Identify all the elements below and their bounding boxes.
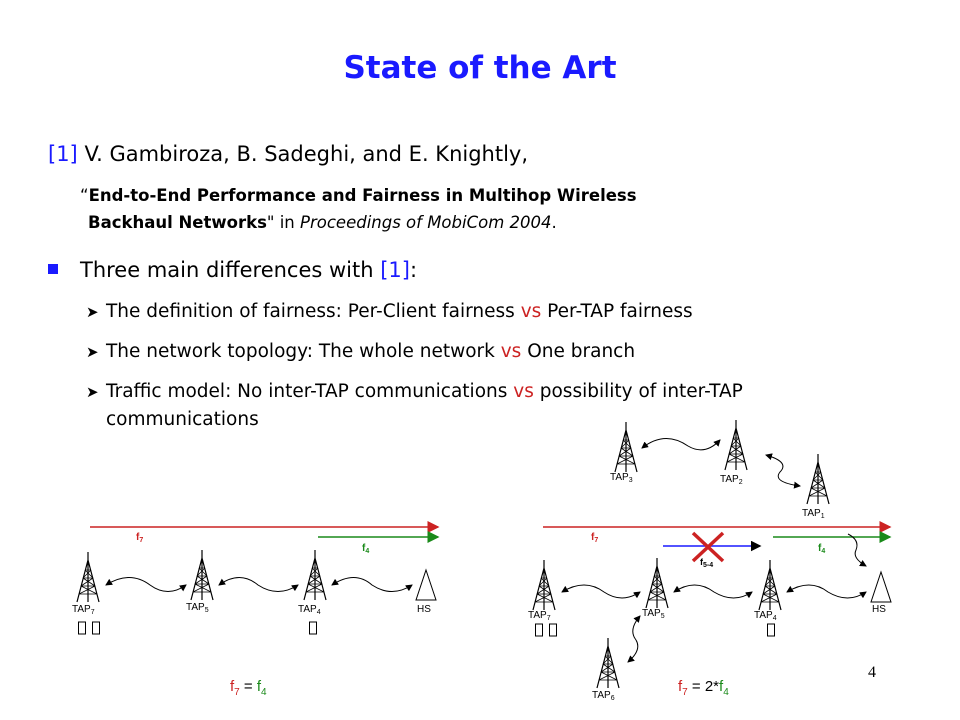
tower-icon	[596, 637, 620, 689]
tower-icon	[758, 559, 782, 611]
vs-label: vs	[520, 301, 542, 322]
difference-text: One branch	[521, 341, 636, 362]
right-topology: TAP3 TAP2 TAP1 f7 f4 f5-4 TAP7 TAP5 TAP4…	[528, 419, 892, 702]
client-icon	[549, 623, 557, 637]
hs-label: HS	[872, 604, 886, 615]
main-bullet-tag: [1]	[380, 258, 410, 282]
tap5-label: TAP5	[642, 608, 665, 620]
flow-f4-label: f4	[362, 543, 369, 555]
right-equation: f7 = 2*f4	[678, 678, 729, 698]
flow-f54-label: f5-4	[700, 557, 713, 569]
paper-title-line1: End-to-End Performance and Fairness in M…	[88, 186, 637, 205]
open-quote: “	[80, 186, 89, 205]
tower-icon	[724, 419, 748, 471]
link-wave	[673, 584, 753, 599]
paper-title-line2: Backhaul Networks	[88, 213, 267, 232]
tap7-label: TAP7	[72, 604, 95, 616]
tap4-label: TAP4	[754, 610, 777, 622]
difference-text: Traffic model: No inter-TAP communicatio…	[106, 381, 514, 402]
tower-icon	[532, 559, 556, 611]
link-wave	[105, 577, 187, 592]
client-icon	[78, 621, 86, 635]
flow-f7-label: f7	[136, 532, 143, 544]
hs-triangle-icon	[870, 570, 892, 603]
link-wave	[847, 533, 867, 567]
difference-item: ➤ The definition of fairness: Per-Client …	[86, 298, 906, 326]
arrow-bullet-icon: ➤	[86, 343, 99, 361]
flow-f7-label: f7	[591, 532, 598, 544]
reference-authors-text: V. Gambiroza, B. Sadeghi, and E. Knightl…	[84, 142, 529, 166]
link-wave	[218, 577, 299, 592]
tower-icon	[645, 557, 669, 609]
left-topology: f7 f4 TAP7 TAP5 TAP4 HS	[72, 521, 440, 635]
tower-icon	[806, 453, 830, 505]
difference-text: possibility of inter-TAP communications	[106, 381, 743, 430]
link-wave	[627, 615, 641, 663]
link-wave	[786, 584, 867, 599]
arrow-bullet-icon: ➤	[86, 303, 99, 321]
main-bullet-text: Three main differences with	[80, 258, 381, 282]
tower-icon	[614, 421, 638, 473]
reference-paper: “End-to-End Performance and Fairness in …	[80, 182, 637, 236]
tower-icon	[190, 549, 214, 601]
hs-label: HS	[417, 604, 431, 615]
link-wave	[641, 438, 721, 451]
arrow-bullet-icon: ➤	[86, 383, 99, 401]
difference-text: The definition of fairness: Per-Client f…	[106, 301, 521, 322]
hs-triangle-icon	[415, 568, 437, 601]
bullet-square-icon	[48, 264, 58, 274]
blocked-x-icon	[691, 531, 725, 563]
client-icon	[767, 623, 775, 637]
tower-icon	[303, 549, 327, 601]
tap6-label: TAP6	[592, 690, 615, 702]
tap3-label: TAP3	[610, 472, 633, 484]
paper-end: .	[551, 213, 557, 232]
client-icon	[92, 621, 100, 635]
difference-text: Per-TAP fairness	[541, 301, 693, 322]
tap2-label: TAP2	[720, 474, 743, 486]
flow-f4-label: f4	[818, 543, 825, 555]
client-icon	[535, 623, 543, 637]
difference-text: The network topology: The whole network	[106, 341, 501, 362]
page-number: 4	[868, 664, 876, 681]
client-icon	[309, 621, 317, 635]
tap7-label: TAP7	[528, 610, 551, 622]
vs-label: vs	[500, 341, 522, 362]
vs-label: vs	[513, 381, 534, 402]
link-wave	[331, 577, 413, 592]
left-equation: f7 = f4	[230, 678, 267, 698]
tap5-label: TAP5	[186, 602, 209, 614]
difference-item: ➤ The network topology: The whole network…	[86, 338, 906, 366]
tap1-label: TAP1	[802, 508, 825, 520]
tap4-label: TAP4	[298, 604, 321, 616]
link-wave	[561, 584, 641, 599]
paper-suffix: " in	[266, 213, 301, 232]
paper-venue: Proceedings of MobiCom 2004	[300, 213, 552, 232]
main-bullet: Three main differences with [1]:	[48, 258, 417, 282]
difference-item: ➤ Traffic model: No inter-TAP communicati…	[86, 378, 896, 433]
tower-icon	[76, 551, 100, 603]
slide-title: State of the Art	[343, 50, 617, 86]
reference-authors: [1] V. Gambiroza, B. Sadeghi, and E. Kni…	[48, 142, 528, 166]
main-bullet-colon: :	[409, 258, 418, 282]
reference-tag: [1]	[48, 142, 78, 166]
link-wave	[765, 453, 801, 489]
